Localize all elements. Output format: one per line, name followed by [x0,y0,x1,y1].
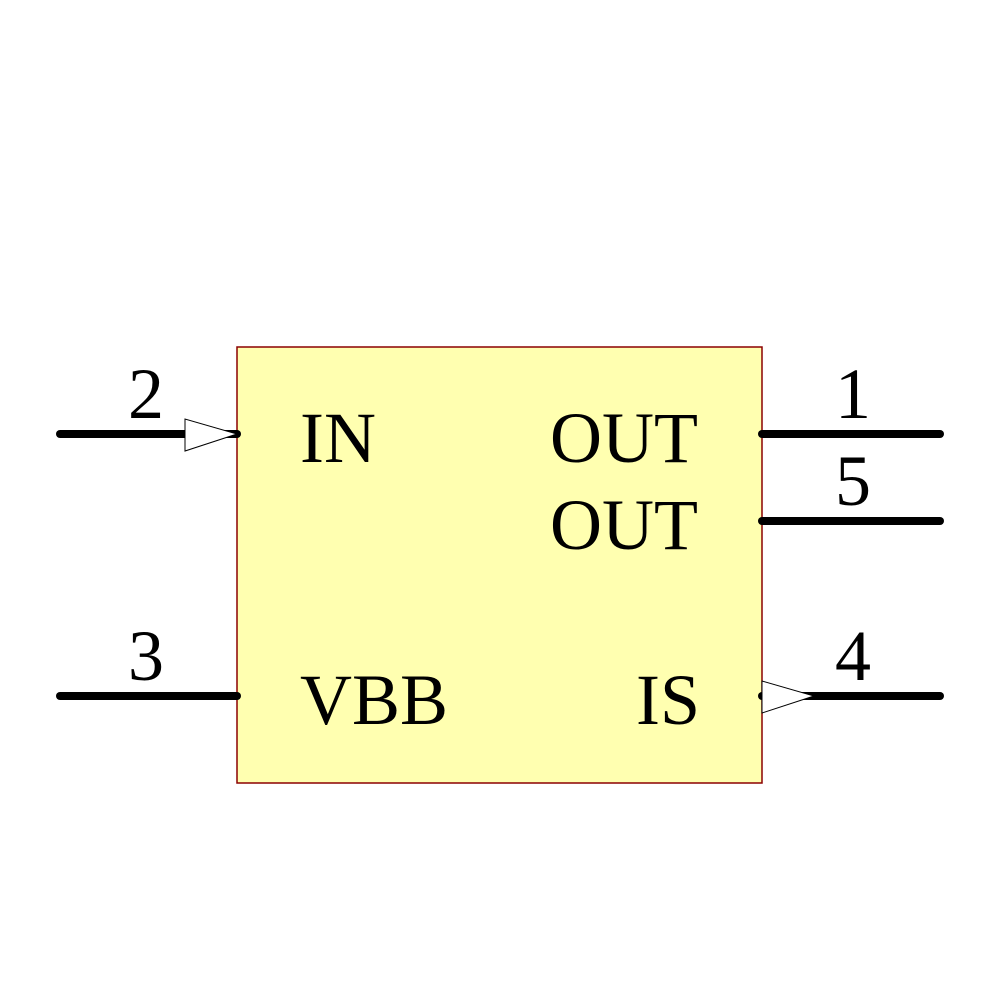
pin-1-name: OUT [550,398,698,478]
component-body [236,346,763,784]
pin-5-name: OUT [550,485,698,565]
pin-4-is[interactable]: 4 IS [636,616,944,740]
pin-4-input-arrow [761,680,816,714]
pin-4-number: 4 [835,616,871,696]
pin-2-in[interactable]: 2 IN [56,354,376,478]
pin-1-number: 1 [835,354,871,434]
pin-3-number: 3 [128,616,164,696]
pin-3-name: VBB [300,660,448,740]
pin-1-out[interactable]: 1 OUT [550,354,944,478]
pin-2-number: 2 [128,354,164,434]
pin-3-vbb[interactable]: 3 VBB [56,616,448,740]
pin-5-out[interactable]: 5 OUT [550,441,944,565]
pin-5-number: 5 [835,441,871,521]
pin-2-input-arrow [184,418,239,452]
pin-4-name: IS [636,660,700,740]
pin-2-name: IN [300,398,376,478]
